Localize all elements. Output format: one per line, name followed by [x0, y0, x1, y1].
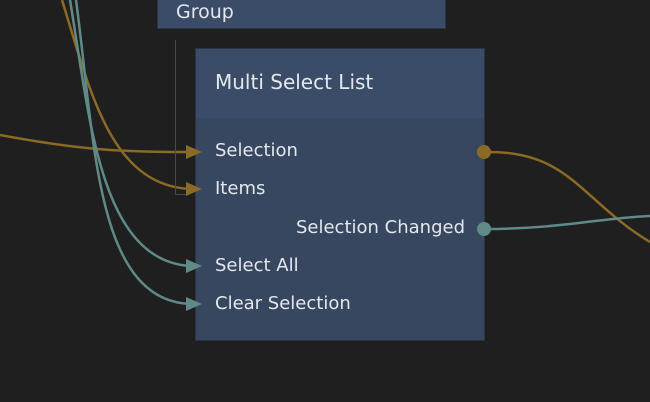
arrow-icon[interactable]	[186, 297, 202, 311]
arrow-icon[interactable]	[186, 182, 202, 196]
wire-items-in[interactable]	[60, 0, 191, 191]
node-header[interactable]: Multi Select List	[196, 49, 484, 118]
multi-select-list-node[interactable]: Multi Select List Selection Items Select…	[195, 48, 485, 341]
wire-selection-out[interactable]	[483, 150, 650, 244]
group-bracket	[175, 40, 188, 195]
arrow-icon[interactable]	[186, 145, 202, 159]
group-node-title: Group	[176, 1, 234, 23]
output-dot-selection[interactable]	[477, 145, 491, 159]
output-port-selection-changed[interactable]: Selection Changed	[295, 217, 465, 238]
output-dot-selection-changed[interactable]	[477, 222, 491, 236]
wire-selection-in[interactable]	[0, 133, 191, 154]
wire-select-all-in[interactable]	[68, 0, 191, 268]
node-title: Multi Select List	[215, 70, 374, 94]
arrow-icon[interactable]	[186, 259, 202, 273]
input-port-select-all[interactable]: Select All	[215, 255, 299, 276]
input-port-clear-selection[interactable]: Clear Selection	[215, 293, 351, 314]
input-port-items[interactable]: Items	[215, 178, 266, 199]
wire-clear-selection-in[interactable]	[74, 0, 191, 306]
input-port-selection[interactable]: Selection	[215, 140, 298, 161]
wire-selection-changed-out[interactable]	[483, 214, 650, 231]
group-node[interactable]: Group	[157, 0, 446, 29]
